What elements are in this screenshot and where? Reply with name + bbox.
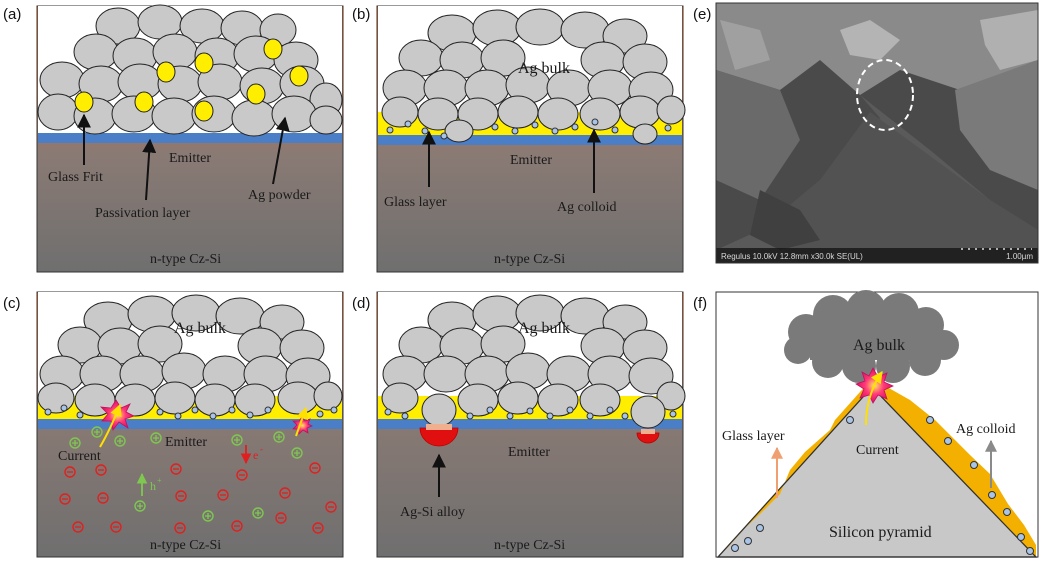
panel-c-tag: (c) <box>3 295 21 312</box>
panel-c: (c) <box>3 291 344 558</box>
panel-b: (b) Ag bulk Emit <box>352 5 686 273</box>
electron-symbols <box>59 462 337 534</box>
ag-particles-c <box>37 294 343 417</box>
ag-bulk-cloud-f <box>784 290 959 383</box>
sem-scale-bar: 1.00µm <box>1006 252 1033 261</box>
panel-a-tag: (a) <box>3 6 21 23</box>
hole-label: h <box>150 479 156 493</box>
hole-plus-marks <box>72 429 300 519</box>
current-label-c: Current <box>58 449 101 464</box>
substrate-label-c: n-type Cz-Si <box>150 538 221 553</box>
ag-powder-label: Ag powder <box>248 188 311 203</box>
hole-sup: + <box>157 476 162 485</box>
glass-frit-label: Glass Frit <box>48 170 103 185</box>
ag-si-alloy <box>419 424 660 447</box>
sem-image <box>716 3 1038 263</box>
panel-b-tag: (b) <box>352 6 370 23</box>
panel-a: (a) Glass Frit E <box>3 4 344 273</box>
electron-minus-marks <box>62 467 334 529</box>
electron-sup: - <box>260 444 263 454</box>
glass-layer-label-b: Glass layer <box>384 195 447 210</box>
glass-layer-right-f <box>872 383 1036 557</box>
ag-colloids-d <box>384 406 677 420</box>
current-label-f: Current <box>856 443 899 458</box>
panel-f: (f) Ag bulk Glass layer Ag colloid Curre… <box>693 290 1039 558</box>
ag-bulk-label-b: Ag bulk <box>518 60 570 77</box>
ag-bulk-label-c: Ag bulk <box>174 320 226 337</box>
ag-colloid-label-b: Ag colloid <box>557 200 617 215</box>
ag-colloid-label-f: Ag colloid <box>956 422 1016 437</box>
emitter-label-c: Emitter <box>165 435 207 450</box>
panel-d: (d) <box>352 291 686 558</box>
emitter-label-a: Emitter <box>169 151 211 166</box>
ag-particles-a <box>37 4 343 137</box>
passivation-b <box>378 135 682 145</box>
emitter-label-d: Emitter <box>508 445 550 460</box>
panel-f-tag: (f) <box>693 295 707 312</box>
substrate-label-d: n-type Cz-Si <box>494 538 565 553</box>
electron-label: e <box>253 448 258 462</box>
panel-d-tag: (d) <box>352 295 370 312</box>
panel-e-tag: (e) <box>693 6 711 23</box>
glass-frit-particles-a <box>74 38 309 122</box>
substrate-label-b: n-type Cz-Si <box>494 252 565 267</box>
ag-colloids-f <box>731 416 1034 555</box>
ag-particles-b <box>381 8 686 145</box>
sem-info-bar: Regulus 10.0kV 12.8mm x30.0k SE(UL) <box>721 252 863 261</box>
substrate-label-a: n-type Cz-Si <box>150 252 221 267</box>
panel-e: (e) Regulus 10.0kV 12.8mm x30.0k SE(UL) … <box>693 2 1039 264</box>
ag-bulk-label-d: Ag bulk <box>518 320 570 337</box>
ag-colloids-c <box>44 404 338 420</box>
alloy-label: Ag-Si alloy <box>400 505 465 520</box>
glass-layer-label-f: Glass layer <box>722 429 785 444</box>
passivation-label: Passivation layer <box>95 206 191 221</box>
passivation-layer-a <box>38 133 342 143</box>
glass-layer-left-f <box>718 383 872 557</box>
pyramid-label: Silicon pyramid <box>829 524 932 541</box>
hole-symbols <box>69 426 303 522</box>
ag-particles-d <box>381 294 686 429</box>
passivation-c <box>38 419 342 429</box>
emitter-label-b: Emitter <box>510 153 552 168</box>
ag-bulk-label-f: Ag bulk <box>853 337 905 354</box>
passivation-d <box>378 419 682 429</box>
